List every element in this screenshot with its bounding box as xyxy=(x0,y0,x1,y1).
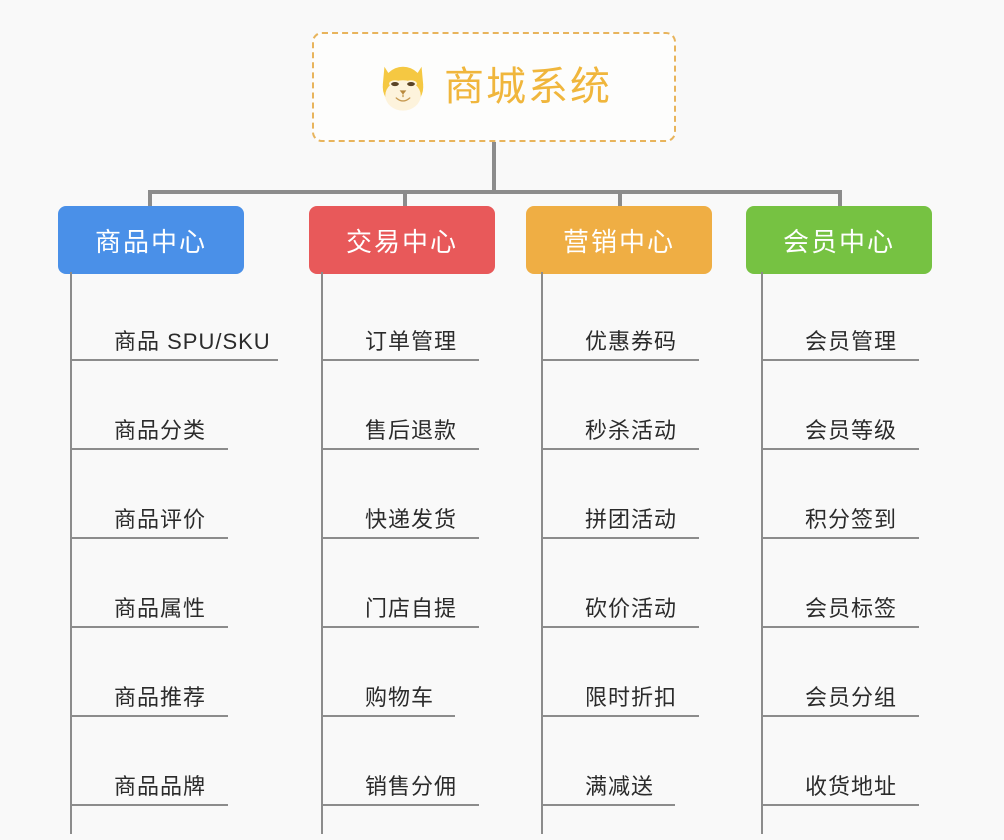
connector-drop-3 xyxy=(618,190,622,210)
leaf-underline xyxy=(541,359,699,361)
leaf-underline xyxy=(761,448,919,450)
leaf-item-2-3[interactable]: 快递发货 xyxy=(321,450,479,539)
leaf-item-3-6[interactable]: 满减送 xyxy=(541,717,677,806)
leaf-underline xyxy=(70,359,278,361)
leaf-item-3-3[interactable]: 拼团活动 xyxy=(541,450,699,539)
leaf-underline xyxy=(321,448,479,450)
leaf-item-4-5[interactable]: 会员分组 xyxy=(761,628,919,717)
leaf-item-1-3[interactable]: 商品评价 xyxy=(70,450,271,539)
leaf-item-3-5[interactable]: 限时折扣 xyxy=(541,628,699,717)
leaf-column-4: 会员管理 会员等级 积分签到 会员标签 会员分组 收货地址 xyxy=(761,272,919,834)
leaf-spine-2 xyxy=(321,272,323,834)
leaf-label: 收货地址 xyxy=(805,774,898,799)
leaf-label: 会员管理 xyxy=(805,329,898,354)
leaf-underline xyxy=(321,359,479,361)
category-box-2[interactable]: 交易中心 xyxy=(309,206,495,274)
leaf-item-4-3[interactable]: 积分签到 xyxy=(761,450,919,539)
connector-root-stem xyxy=(492,142,496,192)
leaf-underline xyxy=(321,626,479,628)
leaf-label: 砍价活动 xyxy=(585,596,678,621)
connector-drop-4 xyxy=(838,190,842,210)
leaf-underline xyxy=(761,715,919,717)
leaf-spine-3 xyxy=(541,272,543,834)
leaf-label: 商品分类 xyxy=(114,418,207,443)
leaf-label: 满减送 xyxy=(585,774,655,799)
leaf-label: 会员分组 xyxy=(805,685,898,710)
category-label-2: 交易中心 xyxy=(345,226,458,257)
shiba-dog-face-icon xyxy=(382,66,424,111)
leaf-label: 购物车 xyxy=(365,685,435,710)
leaf-column-2: 订单管理 售后退款 快递发货 门店自提 购物车 销售分佣 xyxy=(321,272,479,834)
leaf-underline xyxy=(761,626,919,628)
connector-drop-1 xyxy=(148,190,152,210)
leaf-underline xyxy=(70,448,228,450)
leaf-label: 商品推荐 xyxy=(114,685,207,710)
leaf-label: 限时折扣 xyxy=(585,685,678,710)
leaf-label: 商品品牌 xyxy=(114,774,207,799)
leaf-item-4-4[interactable]: 会员标签 xyxy=(761,539,919,628)
leaf-label: 优惠券码 xyxy=(585,329,678,354)
leaf-label: 会员标签 xyxy=(805,596,898,621)
leaf-underline xyxy=(761,359,919,361)
connector-horizontal-bus xyxy=(149,190,841,194)
category-label-1: 商品中心 xyxy=(94,226,207,257)
category-label-4: 会员中心 xyxy=(782,226,895,257)
leaf-label: 积分签到 xyxy=(805,507,898,532)
category-label-3: 营销中心 xyxy=(562,226,675,257)
leaf-underline xyxy=(761,537,919,539)
leaf-spine-1 xyxy=(70,272,72,834)
leaf-item-1-1[interactable]: 商品 SPU/SKU xyxy=(70,272,278,361)
leaf-column-1: 商品 SPU/SKU 商品分类 商品评价 商品属性 商品推荐 商品品牌 xyxy=(70,272,278,834)
category-box-4[interactable]: 会员中心 xyxy=(746,206,932,274)
leaf-item-4-6[interactable]: 收货地址 xyxy=(761,717,919,806)
leaf-item-2-2[interactable]: 售后退款 xyxy=(321,361,479,450)
leaf-label: 会员等级 xyxy=(805,418,898,443)
leaf-underline xyxy=(761,804,919,806)
leaf-label: 门店自提 xyxy=(365,596,458,621)
leaf-label: 商品属性 xyxy=(114,596,207,621)
leaf-underline xyxy=(70,804,228,806)
leaf-underline xyxy=(70,626,228,628)
leaf-label: 商品 SPU/SKU xyxy=(114,329,271,354)
leaf-label: 订单管理 xyxy=(365,329,458,354)
leaf-item-2-1[interactable]: 订单管理 xyxy=(321,272,479,361)
leaf-underline xyxy=(541,626,699,628)
leaf-label: 售后退款 xyxy=(365,418,458,443)
leaf-underline xyxy=(541,448,699,450)
leaf-underline xyxy=(321,715,455,717)
leaf-label: 销售分佣 xyxy=(365,774,458,799)
leaf-item-1-2[interactable]: 商品分类 xyxy=(70,361,271,450)
leaf-column-3: 优惠券码 秒杀活动 拼团活动 砍价活动 限时折扣 满减送 xyxy=(541,272,699,834)
leaf-underline xyxy=(321,537,479,539)
root-node-label: 商城系统 xyxy=(444,65,612,109)
category-box-1[interactable]: 商品中心 xyxy=(58,206,244,274)
category-box-3[interactable]: 营销中心 xyxy=(526,206,712,274)
leaf-label: 快递发货 xyxy=(365,507,458,532)
leaf-item-1-6[interactable]: 商品品牌 xyxy=(70,717,271,806)
leaf-underline xyxy=(321,804,479,806)
leaf-item-4-1[interactable]: 会员管理 xyxy=(761,272,919,361)
leaf-item-2-5[interactable]: 购物车 xyxy=(321,628,457,717)
leaf-label: 商品评价 xyxy=(114,507,207,532)
leaf-item-1-5[interactable]: 商品推荐 xyxy=(70,628,271,717)
leaf-item-3-2[interactable]: 秒杀活动 xyxy=(541,361,699,450)
leaf-underline xyxy=(70,715,228,717)
connector-drop-2 xyxy=(403,190,407,210)
root-node[interactable]: 商城系统 xyxy=(312,32,676,142)
leaf-item-3-4[interactable]: 砍价活动 xyxy=(541,539,699,628)
leaf-underline xyxy=(70,537,228,539)
leaf-label: 拼团活动 xyxy=(585,507,678,532)
leaf-item-3-1[interactable]: 优惠券码 xyxy=(541,272,699,361)
leaf-underline xyxy=(541,537,699,539)
leaf-label: 秒杀活动 xyxy=(585,418,678,443)
leaf-item-2-6[interactable]: 销售分佣 xyxy=(321,717,479,806)
leaf-spine-4 xyxy=(761,272,763,834)
leaf-underline xyxy=(541,804,675,806)
leaf-item-1-4[interactable]: 商品属性 xyxy=(70,539,271,628)
leaf-item-4-2[interactable]: 会员等级 xyxy=(761,361,919,450)
leaf-item-2-4[interactable]: 门店自提 xyxy=(321,539,479,628)
leaf-underline xyxy=(541,715,699,717)
